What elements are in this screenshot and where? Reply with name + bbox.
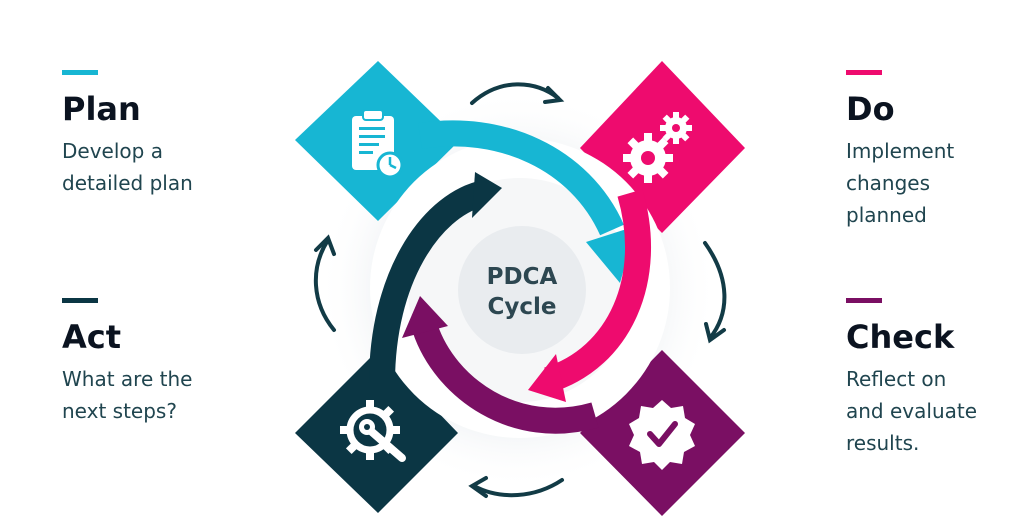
- center-label-line2: Cycle: [488, 294, 557, 320]
- plan-arrow: [417, 120, 636, 283]
- gear-wrench-icon: [340, 400, 406, 462]
- do-arrow: [528, 189, 651, 402]
- check-text-block: Check Reflect on and evaluate results.: [846, 298, 1024, 459]
- check-description-line: results.: [846, 431, 920, 455]
- plan-accent-bar: [62, 70, 98, 75]
- outer-arrow-top: [470, 82, 565, 105]
- check-description: Reflect on and evaluate results.: [846, 363, 1024, 459]
- badge-check-icon: [629, 400, 695, 470]
- plan-description-line: Develop a: [62, 139, 163, 163]
- check-description-line: and evaluate: [846, 399, 978, 423]
- plan-title: Plan: [62, 90, 141, 128]
- outer-arrow-bottom: [468, 476, 564, 498]
- act-title: Act: [62, 318, 122, 356]
- check-title: Check: [846, 318, 955, 356]
- center-label-line1: PDCA: [487, 264, 558, 290]
- do-title: Do: [846, 90, 895, 128]
- plan-text-block: Plan Develop a detailed plan: [62, 70, 242, 199]
- gears-icon: [623, 112, 692, 183]
- check-description-line: Reflect on: [846, 367, 947, 391]
- do-accent-bar: [846, 70, 882, 75]
- do-description-line: planned: [846, 203, 927, 227]
- act-arrow: [369, 172, 502, 384]
- pdca-cycle-diagram: PDCA Cycle: [295, 61, 745, 516]
- act-description: What are the next steps?: [62, 363, 242, 427]
- plan-description: Develop a detailed plan: [62, 135, 242, 199]
- do-description-line: changes: [846, 171, 931, 195]
- outer-cycle-arrows: [313, 82, 727, 498]
- outer-arrow-right: [703, 241, 727, 344]
- plan-description-line: detailed plan: [62, 171, 193, 195]
- do-description: Implement changes planned: [846, 135, 1024, 231]
- outer-arrow-left: [313, 234, 336, 332]
- clipboard-clock-icon: [352, 109, 404, 179]
- check-arrow: [402, 296, 599, 434]
- check-accent-bar: [846, 298, 882, 303]
- act-description-line: What are the: [62, 367, 193, 391]
- act-accent-bar: [62, 298, 98, 303]
- act-description-line: next steps?: [62, 399, 177, 423]
- do-description-line: Implement: [846, 139, 955, 163]
- act-text-block: Act What are the next steps?: [62, 298, 242, 427]
- do-text-block: Do Implement changes planned: [846, 70, 1024, 231]
- center-hub: [458, 226, 586, 354]
